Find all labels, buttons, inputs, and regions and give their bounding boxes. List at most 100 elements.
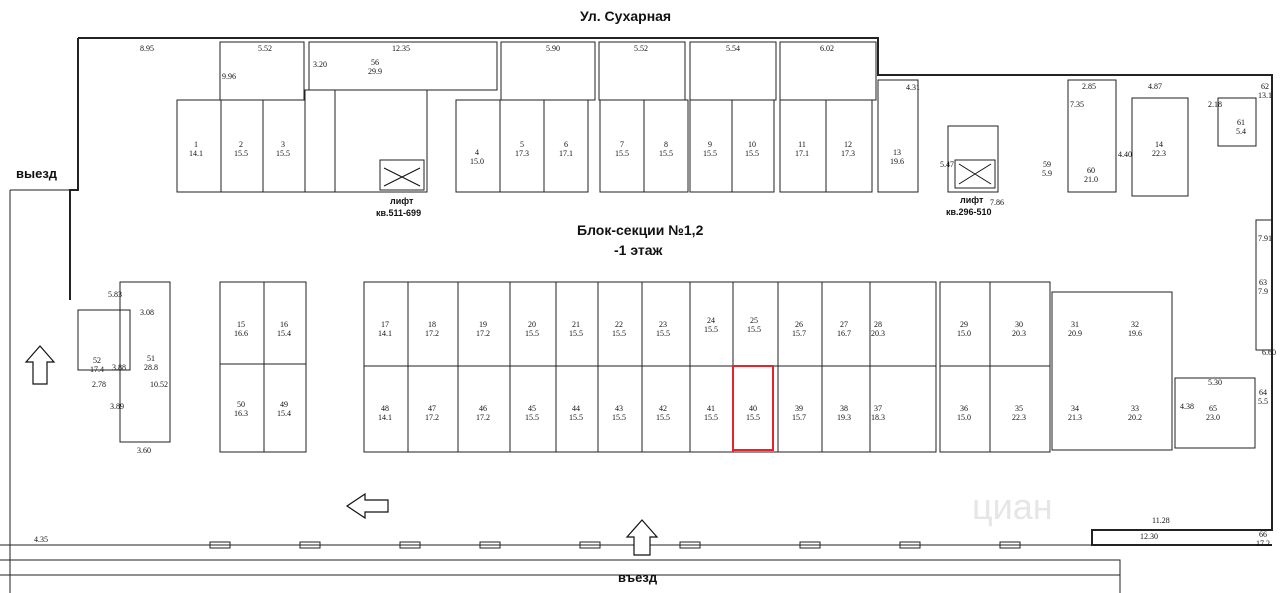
space-number: 34 <box>1071 404 1079 413</box>
space-number: 46 <box>479 404 487 413</box>
space-area: 15.5 <box>659 149 673 158</box>
space-area: 5.4 <box>1236 127 1246 136</box>
space-number: 45 <box>528 404 536 413</box>
dimension-label: 2.78 <box>92 380 106 389</box>
space-number: 22 <box>615 320 623 329</box>
space-area: 15.5 <box>569 329 583 338</box>
space-area: 28.8 <box>144 363 158 372</box>
space-number: 2 <box>239 140 243 149</box>
space-number: 1 <box>194 140 198 149</box>
space-number: 66 <box>1259 530 1267 539</box>
space-number: 51 <box>147 354 155 363</box>
space-number: 3 <box>281 140 285 149</box>
dimension-label: 5.54 <box>726 44 740 53</box>
dimension-label: 5.52 <box>258 44 272 53</box>
space-area: 17.1 <box>795 149 809 158</box>
space-number: 15 <box>237 320 245 329</box>
space-number: 25 <box>750 316 758 325</box>
space-number: 19 <box>479 320 487 329</box>
dimension-label: 2.18 <box>1208 100 1222 109</box>
space-number: 62 <box>1261 82 1269 91</box>
space-area: 20.2 <box>1128 413 1142 422</box>
space-area: 16.6 <box>234 329 248 338</box>
space-number: 39 <box>795 404 803 413</box>
dimension-label: 12.30 <box>1140 532 1158 541</box>
space-number: 38 <box>840 404 848 413</box>
space-area: 16.3 <box>234 409 248 418</box>
space-area: 17.3 <box>841 149 855 158</box>
space-area: 15.5 <box>704 413 718 422</box>
space-number: 6 <box>564 140 568 149</box>
space-area: 17.4 <box>90 365 104 374</box>
space-number: 4 <box>475 148 479 157</box>
space-area: 5.5 <box>1258 397 1268 406</box>
space-area: 21.3 <box>1068 413 1082 422</box>
space-area: 16.7 <box>837 329 851 338</box>
space-number: 5 <box>520 140 524 149</box>
space-area: 15.5 <box>745 149 759 158</box>
space-area: 18.3 <box>871 413 885 422</box>
